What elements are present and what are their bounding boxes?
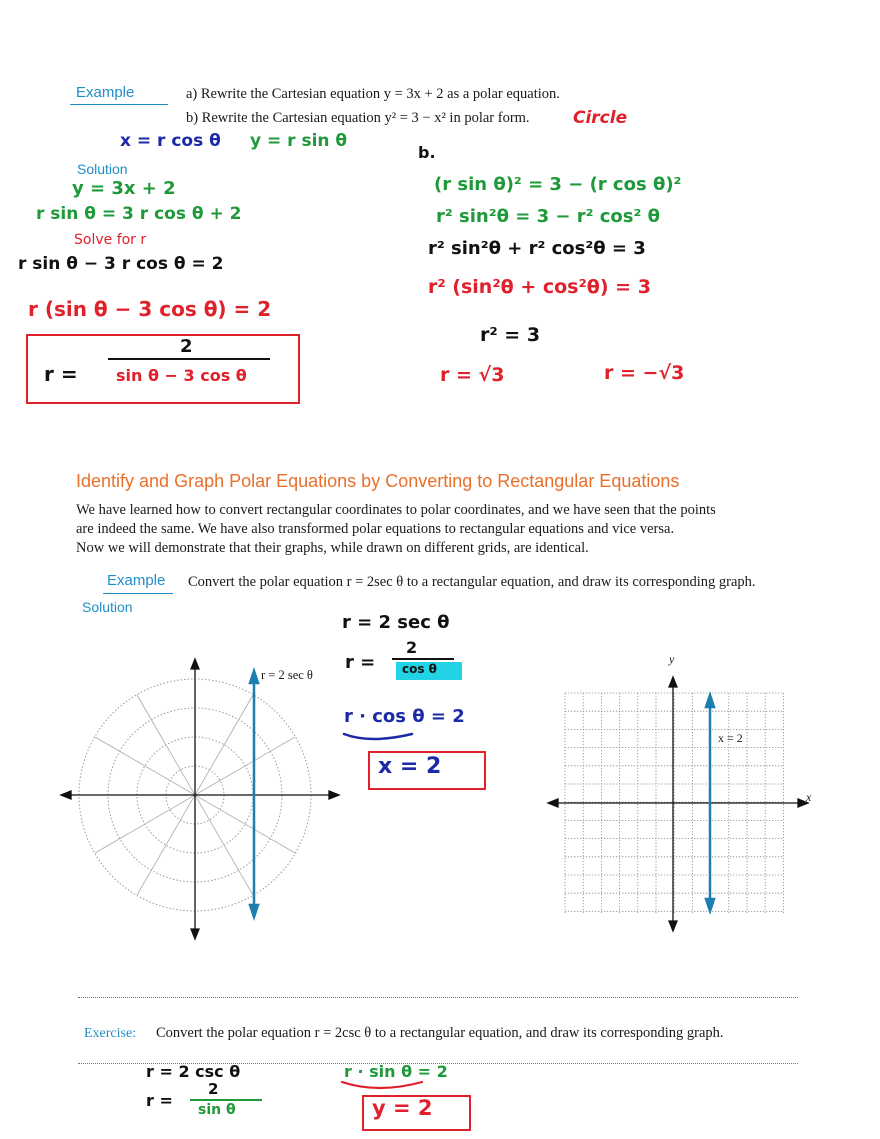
rect-line-arrow-bottom [704, 897, 716, 915]
highlight-mark [396, 662, 462, 680]
hw-right-line1: (r sin θ)² = 3 − (r cos θ)² [434, 174, 682, 195]
polar-graph [59, 657, 341, 941]
hw-exercise-underline-stroke [340, 1080, 424, 1090]
example-2-text: Convert the polar equation r = 2sec θ to… [188, 574, 756, 590]
polar-y-arrow-top [190, 657, 200, 670]
rect-x-arrow-right [797, 798, 810, 808]
question-part-a: a) Rewrite the Cartesian equation y = 3x… [186, 86, 560, 102]
polar-x-arrow-right [328, 790, 341, 800]
hw-ex2-frac-num: 2 [406, 638, 418, 657]
hw-ex2-frac-lhs: r = [345, 652, 376, 673]
answer-box-1 [26, 334, 300, 404]
hw-answer-den: sin θ − 3 cos θ [116, 366, 247, 385]
answer-box-3 [362, 1095, 471, 1131]
fraction-bar [108, 358, 270, 360]
polar-y-arrow-bottom [190, 928, 200, 941]
section-paragraph-line1: We have learned how to convert rectangul… [76, 502, 716, 518]
hw-right-line3: r² sin²θ + r² cos²θ = 3 [428, 238, 646, 259]
hw-left-line1: y = 3x + 2 [72, 178, 176, 199]
question-part-b: b) Rewrite the Cartesian equation y² = 3… [186, 110, 530, 126]
polar-line-arrow-bottom [248, 903, 260, 921]
section-paragraph-line3: Now we will demonstrate that their graph… [76, 540, 589, 556]
divider-bottom [78, 1063, 798, 1064]
polar-line-arrow-top [248, 667, 260, 685]
solution-2-label: Solution [82, 599, 133, 615]
hw-left-line5: r (sin θ − 3 cos θ) = 2 [28, 297, 272, 321]
hw-ex2-underline-stroke [342, 732, 414, 741]
hw-exercise-answer: y = 2 [372, 1096, 433, 1120]
polar-x-arrow-left [59, 790, 72, 800]
exercise-label: Exercise: [84, 1026, 137, 1041]
hw-left-line2: r sin θ = 3 r cos θ + 2 [36, 204, 242, 224]
hw-exercise-frac-den: sin θ [198, 1102, 236, 1118]
example-2-underline [103, 593, 173, 594]
example-label: Example [76, 84, 135, 101]
hw-exercise-fraction-bar [190, 1099, 262, 1101]
hw-answer-lhs: r = [44, 362, 78, 386]
exercise-text: Convert the polar equation r = 2csc θ to… [156, 1025, 724, 1041]
hw-right-line6a: r = √3 [440, 364, 505, 386]
rect-line-arrow-top [704, 691, 716, 709]
example-underline [70, 104, 168, 105]
hw-ex2-answer: x = 2 [378, 754, 442, 779]
hw-right-line5: r² = 3 [480, 324, 541, 346]
hw-left-line3: Solve for r [74, 232, 147, 248]
hw-ex2-fraction-bar [392, 658, 454, 660]
solution-label: Solution [77, 161, 128, 177]
hw-ex2-line3: r · cos θ = 2 [344, 706, 465, 727]
hw-ex2-line1: r = 2 sec θ [342, 612, 450, 633]
rect-y-arrow-top [668, 675, 678, 688]
hw-right-b: b. [418, 143, 436, 162]
hw-left-line4: r sin θ − 3 r cos θ = 2 [18, 254, 224, 274]
section-title: Identify and Graph Polar Equations by Co… [76, 471, 680, 491]
hw-subs-x: x = r cos θ [120, 131, 221, 151]
example-2-label: Example [107, 572, 166, 589]
note-circle: Circle [573, 108, 628, 128]
hw-exercise-frac-lhs: r = [146, 1091, 173, 1110]
hw-right-line2: r² sin²θ = 3 − r² cos² θ [436, 206, 661, 227]
hw-exercise-line1: r = 2 csc θ [146, 1062, 241, 1081]
hw-subs-y: y = r sin θ [250, 131, 348, 151]
rect-y-arrow-bottom [668, 920, 678, 933]
rectangular-graph [546, 675, 810, 933]
divider-top [78, 997, 798, 998]
rect-line-label: x = 2 [718, 731, 743, 745]
rect-x-arrow-left [546, 798, 559, 808]
answer-box-2 [368, 751, 486, 790]
polar-graph-label: r = 2 sec θ [261, 668, 313, 682]
hw-answer-num: 2 [180, 336, 193, 357]
rect-x-label: x [806, 790, 812, 804]
hw-exercise-line3: r · sin θ = 2 [344, 1062, 448, 1081]
hw-ex2-frac-den: cos θ [402, 662, 437, 676]
hw-right-line4: r² (sin²θ + cos²θ) = 3 [428, 276, 651, 298]
hw-right-line6b: r = −√3 [604, 362, 685, 384]
section-paragraph-line2: are indeed the same. We have also transf… [76, 521, 675, 537]
hw-exercise-frac-num: 2 [208, 1080, 219, 1098]
rect-y-label: y [669, 652, 675, 666]
